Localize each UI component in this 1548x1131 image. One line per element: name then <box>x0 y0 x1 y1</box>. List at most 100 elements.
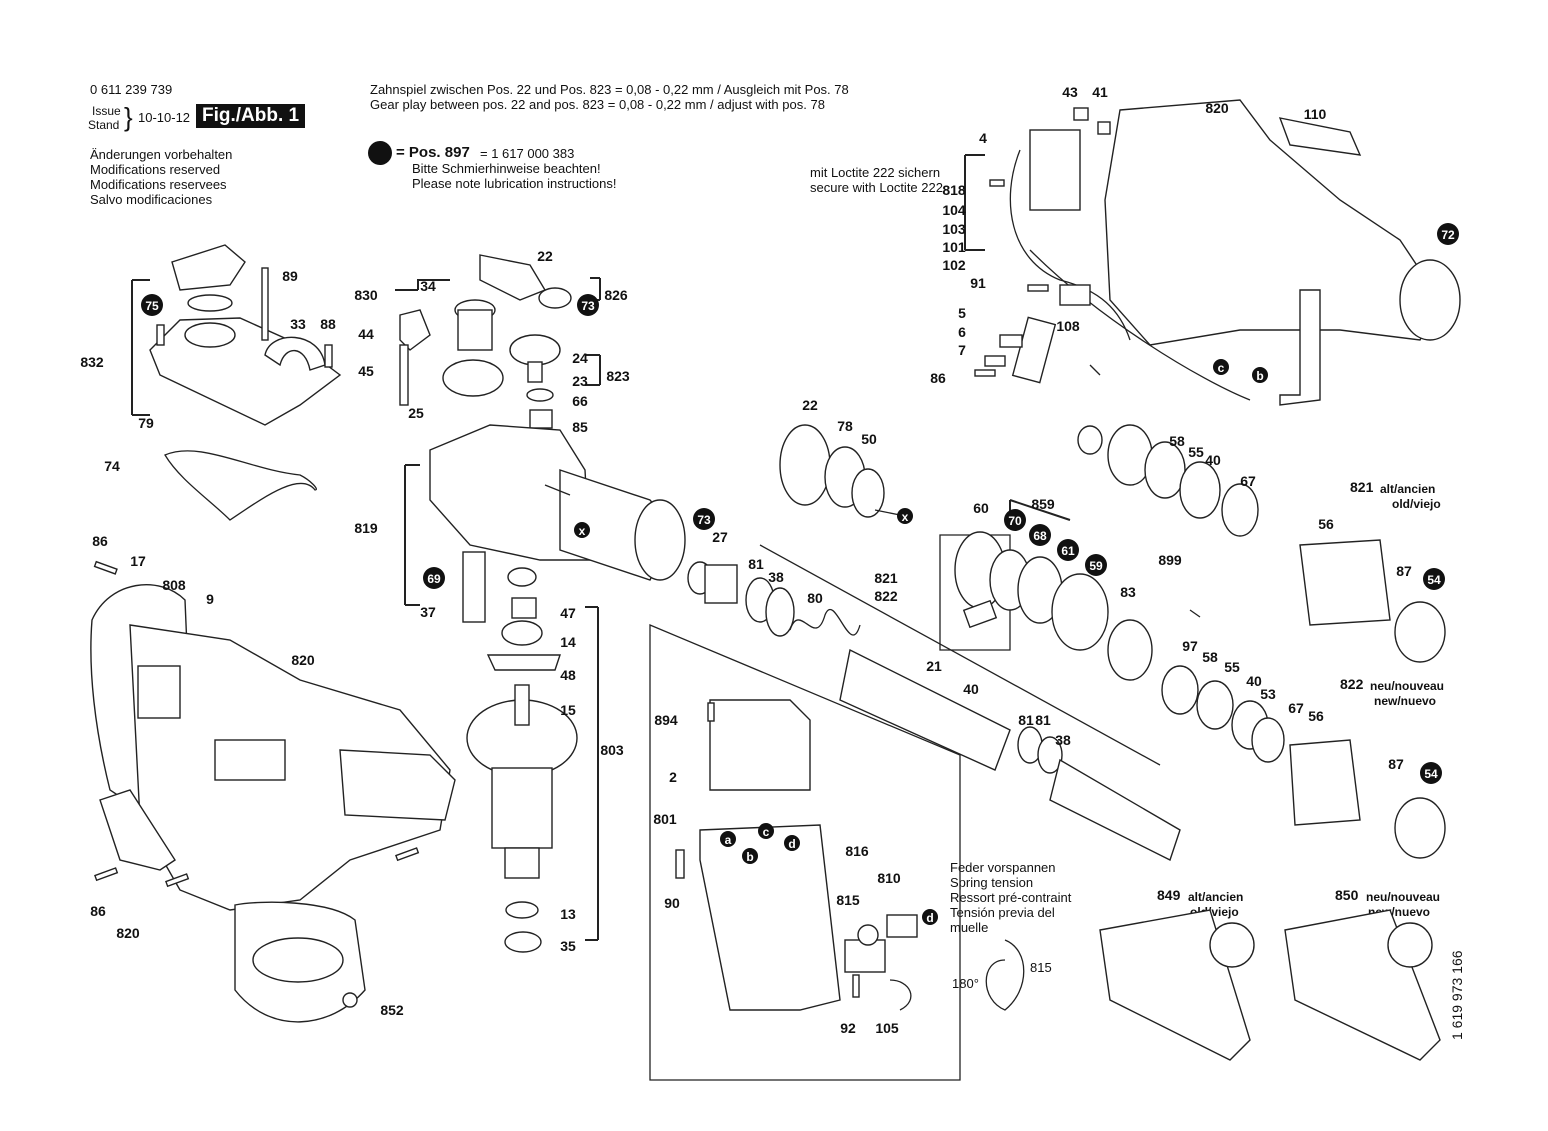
chuck-group <box>939 424 1446 1061</box>
callout-label-59: 59 <box>1089 559 1103 573</box>
wire-105 <box>889 979 912 1011</box>
cable-101 <box>1009 149 1131 341</box>
callout-label-81: 81 <box>1035 712 1051 728</box>
callout-label-24: 24 <box>572 350 588 366</box>
bearing-47 <box>511 597 537 619</box>
variant-822-number: 822 <box>1340 676 1364 692</box>
gear-play-note-de: Zahnspiel zwischen Pos. 22 und Pos. 823 … <box>370 82 849 97</box>
callout-label-69: 69 <box>427 572 441 586</box>
callout-label-820: 820 <box>116 925 140 941</box>
callout-label-d: d <box>788 837 795 851</box>
callout-label-103: 103 <box>942 221 966 237</box>
callout-label-43: 43 <box>1062 84 1078 100</box>
callout-badge <box>1437 223 1459 245</box>
variant-821-number: 821 <box>1350 479 1374 495</box>
lube-number: = 1 617 000 383 <box>480 146 575 161</box>
callout-label-58: 58 <box>1169 433 1185 449</box>
part-43 <box>1073 107 1089 121</box>
callout-label-a: a <box>725 833 732 847</box>
callout-label-c: c <box>1218 361 1225 375</box>
screw-90 <box>675 849 685 879</box>
callout-label-72: 72 <box>1441 228 1455 242</box>
ring-53 <box>1251 717 1285 763</box>
brush-holder-816 <box>844 939 886 973</box>
callout-label-54: 54 <box>1424 767 1438 781</box>
bracket-48 <box>486 654 561 671</box>
screw-86-bottom <box>94 867 119 882</box>
variant-850-line1: neu/nouveau <box>1366 890 1441 904</box>
gearbox-housing-group <box>429 424 686 623</box>
ring-72 <box>1399 259 1461 341</box>
clamp-6 <box>999 334 1023 348</box>
detail-849 <box>1209 922 1255 968</box>
callout-label-894: 894 <box>654 712 678 728</box>
callout-label-55: 55 <box>1224 659 1240 675</box>
callout-label-2: 2 <box>669 769 677 785</box>
circlip-50 <box>851 468 885 518</box>
callout-label-83: 83 <box>1120 584 1136 600</box>
callout-label-6: 6 <box>958 324 966 340</box>
bracket-4 <box>964 154 985 251</box>
armature-group <box>466 597 578 953</box>
callout-label-73: 73 <box>697 513 711 527</box>
connecting-rod-826 <box>479 254 547 301</box>
needle-bearing-85 <box>529 409 553 429</box>
callout-badge <box>141 294 163 316</box>
changes-fr: Modifications reservees <box>90 177 227 192</box>
washer-66 <box>526 388 554 402</box>
callout-label-820: 820 <box>1205 100 1229 116</box>
callout-label-33: 33 <box>290 316 306 332</box>
o-ring-73-top <box>538 287 572 309</box>
callout-label-86: 86 <box>92 533 108 549</box>
callout-label-81: 81 <box>748 556 764 572</box>
callout-label-38: 38 <box>1055 732 1071 748</box>
armature-core <box>491 767 553 849</box>
callout-badge <box>720 831 736 847</box>
arrow-up-822 <box>1189 609 1201 618</box>
callout-label-90: 90 <box>664 895 680 911</box>
callout-label-60: 60 <box>973 500 989 516</box>
part-number: 0 611 239 739 <box>90 82 173 97</box>
screw-86-top-right <box>974 369 996 377</box>
callout-label-808: 808 <box>162 577 186 593</box>
screw-818 <box>989 179 1005 187</box>
spring-note-3: Tensión previa del <box>950 905 1055 920</box>
callout-label-44: 44 <box>358 326 374 342</box>
callout-label-89: 89 <box>282 268 298 284</box>
housing-801 <box>699 824 841 1011</box>
bearing-14 <box>501 620 543 646</box>
callout-label-66: 66 <box>572 393 588 409</box>
callout-label-50: 50 <box>861 431 877 447</box>
bracket-820 <box>99 789 176 871</box>
callout-label-899: 899 <box>1158 552 1182 568</box>
callout-label-87: 87 <box>1388 756 1404 772</box>
callout-label-21: 21 <box>926 658 942 674</box>
clamp-7 <box>984 355 1006 367</box>
spring-55a <box>1144 441 1186 499</box>
shaft-23 <box>527 361 543 383</box>
callout-label-80: 80 <box>807 590 823 606</box>
callout-label-40: 40 <box>1205 452 1221 468</box>
spring-tension-icon <box>985 939 1025 1011</box>
screw-92 <box>852 974 860 998</box>
variant-849-number: 849 <box>1157 887 1181 903</box>
callout-label-823: 823 <box>606 368 630 384</box>
bracket-830 <box>395 279 450 291</box>
callout-badge <box>423 567 445 589</box>
callout-label-92: 92 <box>840 1020 856 1036</box>
callout-label-88: 88 <box>320 316 336 332</box>
bracket-859 <box>1009 499 1071 521</box>
spring-angle: 180° <box>952 976 979 991</box>
callout-label-5: 5 <box>958 305 966 321</box>
spring-note-1: Spring tension <box>950 875 1034 890</box>
brush-810 <box>886 914 918 938</box>
pin-45 <box>399 344 409 406</box>
screw-852 <box>342 992 358 1008</box>
callout-label-b: b <box>1256 369 1263 383</box>
callout-label-37: 37 <box>420 604 436 620</box>
callout-badge <box>758 823 774 839</box>
cap-87b <box>1394 797 1446 859</box>
callout-label-41: 41 <box>1092 84 1108 100</box>
